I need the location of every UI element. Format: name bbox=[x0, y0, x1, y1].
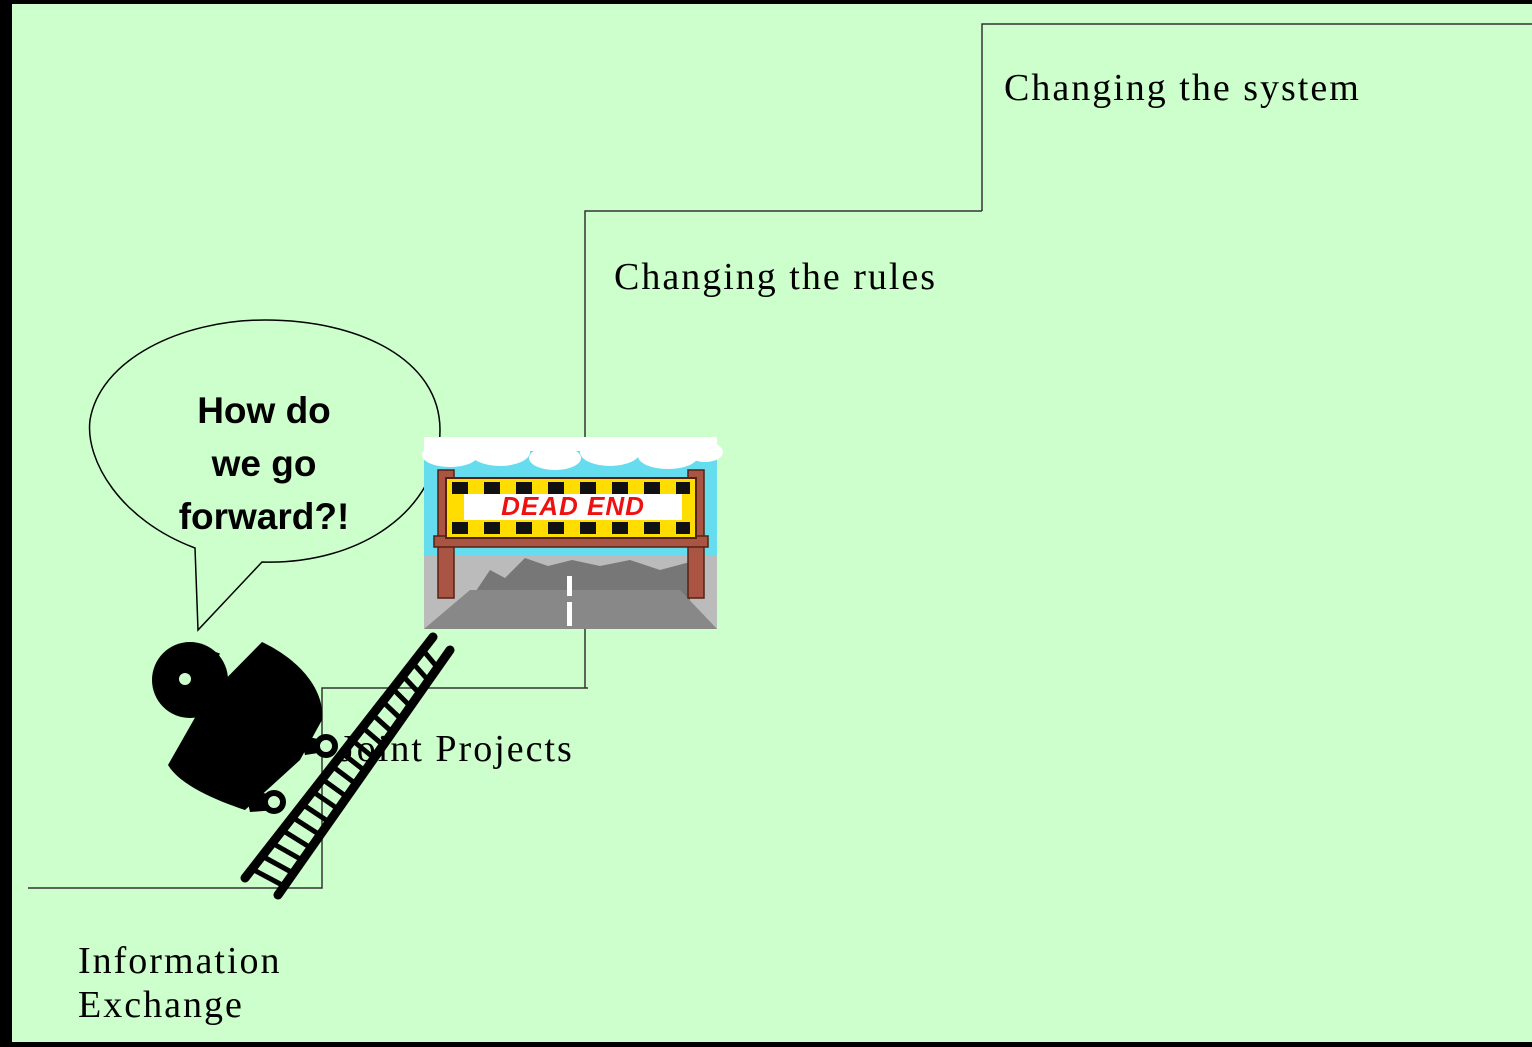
person-icon bbox=[152, 642, 338, 814]
speech-bubble-icon bbox=[88, 319, 441, 632]
step-label-changing-the-rules: Changing the rules bbox=[614, 256, 938, 298]
step-label-joint-projects: Joint Projects bbox=[340, 728, 574, 770]
left-border bbox=[0, 0, 12, 1042]
step-line-3 bbox=[981, 23, 1532, 211]
dead-end-sign-text: DEAD END bbox=[501, 491, 645, 521]
speech-bubble-line-3: forward?! bbox=[178, 496, 350, 537]
ladder-icon bbox=[240, 632, 455, 900]
dead-end-sign-icon bbox=[422, 437, 723, 629]
step-line-1 bbox=[28, 687, 588, 889]
step-label-information-exchange: Information Exchange bbox=[78, 940, 282, 1026]
step-label-changing-the-system: Changing the system bbox=[1004, 67, 1361, 109]
speech-bubble-line-1: How do bbox=[197, 390, 331, 431]
speech-bubble-text: How do we go forward?! bbox=[134, 384, 394, 543]
speech-bubble-shape bbox=[88, 319, 441, 632]
top-border bbox=[0, 0, 1532, 4]
speech-bubble-line-2: we go bbox=[211, 443, 317, 484]
